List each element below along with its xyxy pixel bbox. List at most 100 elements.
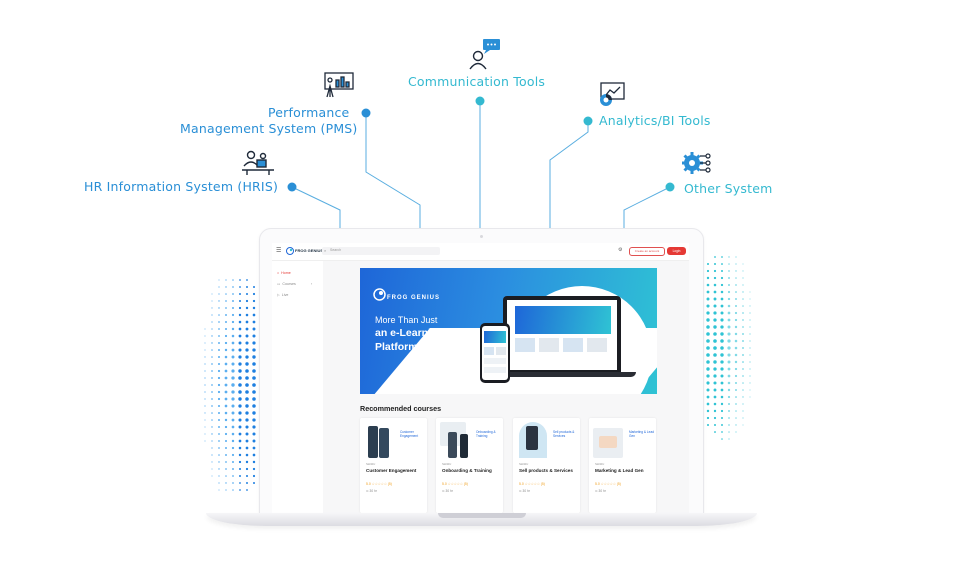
- halftone-dot: [238, 320, 242, 324]
- halftone-dot: [238, 390, 242, 394]
- halftone-dot: [224, 355, 228, 359]
- halftone-dot: [245, 362, 249, 366]
- course-tag: Customer Engagement: [400, 430, 419, 438]
- course-tag: Sell products & Services: [553, 430, 575, 438]
- sidebar-item-live[interactable]: ▷ Live: [277, 293, 289, 297]
- halftone-dot: [252, 383, 256, 387]
- banner-brand: FROG GENIUS: [387, 295, 441, 301]
- search-input[interactable]: ⌕ Search: [322, 247, 440, 255]
- mock-laptop-image: [503, 296, 621, 372]
- halftone-dot: [742, 284, 744, 286]
- halftone-dot: [211, 461, 213, 463]
- halftone-dot: [727, 297, 731, 301]
- course-card[interactable]: Onboarding & Training Skill2U Onboarding…: [436, 418, 503, 513]
- course-card[interactable]: Sell products & Services Skill2U Sell pr…: [513, 418, 580, 513]
- halftone-dot: [720, 332, 724, 336]
- halftone-dot: [204, 398, 206, 400]
- halftone-dot: [231, 390, 235, 394]
- app-brand[interactable]: FROG GENIUS: [295, 248, 324, 253]
- halftone-dot: [245, 432, 249, 436]
- halftone-dot: [224, 390, 228, 394]
- halftone-dot: [204, 328, 206, 330]
- halftone-dot: [238, 341, 242, 345]
- halftone-dot: [218, 433, 220, 435]
- halftone-dot: [246, 286, 248, 288]
- halftone-dot: [218, 300, 220, 302]
- halftone-dot: [211, 433, 213, 435]
- course-thumbnail: Marketing & Lead Gen: [589, 418, 656, 458]
- halftone-dot: [252, 299, 256, 303]
- halftone-dot: [735, 263, 737, 265]
- halftone-dot: [742, 277, 744, 279]
- halftone-dot: [217, 369, 221, 373]
- halftone-dot: [224, 348, 228, 352]
- halftone-dot: [224, 397, 228, 401]
- halftone-dot: [742, 333, 744, 335]
- halftone-dot: [742, 340, 744, 342]
- create-account-button[interactable]: Create an account: [629, 247, 665, 256]
- course-tag: Marketing & Lead Gen: [629, 430, 654, 438]
- halftone-dot: [749, 340, 751, 342]
- halftone-dot: [706, 402, 710, 406]
- halftone-dot: [238, 460, 242, 464]
- settings-gear-icon[interactable]: ⚙: [618, 247, 623, 253]
- halftone-dot: [706, 297, 710, 301]
- halftone-dot: [742, 319, 744, 321]
- halftone-dot: [245, 355, 249, 359]
- halftone-dot: [211, 349, 213, 351]
- halftone-dot: [245, 411, 249, 415]
- halftone-dot: [238, 418, 242, 422]
- halftone-dot: [238, 439, 242, 443]
- course-thumbnail: Sell products & Services: [513, 418, 580, 458]
- halftone-dot: [225, 475, 227, 477]
- hero-banner[interactable]: FROG GENIUS More Than Just an e-Learning…: [360, 268, 657, 394]
- halftone-dot: [252, 467, 256, 471]
- halftone-dot: [204, 342, 206, 344]
- halftone-dot: [204, 440, 206, 442]
- halftone-dot: [713, 360, 717, 364]
- hamburger-menu-icon[interactable]: ☰: [276, 248, 282, 254]
- label-pms-line1: Performance: [268, 105, 350, 120]
- halftone-dot: [720, 311, 724, 315]
- course-card[interactable]: Marketing & Lead Gen Skill2U Marketing &…: [589, 418, 656, 513]
- halftone-dot: [211, 335, 213, 337]
- halftone-dot: [742, 368, 744, 370]
- halftone-dot: [218, 314, 220, 316]
- halftone-dot: [245, 418, 249, 422]
- sidebar-item-home[interactable]: ⌂ Home: [277, 271, 291, 275]
- halftone-dot: [238, 306, 242, 310]
- halftone-dot: [224, 432, 228, 436]
- mock-phone-image: [480, 323, 510, 383]
- halftone-dot: [252, 446, 256, 450]
- frog-logo-icon[interactable]: [286, 247, 294, 255]
- halftone-dot: [735, 417, 737, 419]
- course-card[interactable]: Customer Engagement Skill2U Customer Eng…: [360, 418, 427, 513]
- halftone-dot: [224, 327, 228, 331]
- dashboard-chart-icon: [600, 82, 625, 106]
- halftone-dot: [232, 468, 234, 470]
- halftone-dot: [713, 269, 717, 273]
- halftone-dot: [728, 410, 730, 412]
- login-button[interactable]: Login: [667, 247, 686, 255]
- halftone-dot: [231, 362, 235, 366]
- halftone-dot: [231, 411, 235, 415]
- halftone-dot: [252, 327, 256, 331]
- halftone-dot: [734, 332, 738, 336]
- halftone-dot: [245, 453, 249, 457]
- halftone-dot: [211, 447, 213, 449]
- halftone-dot: [232, 300, 234, 302]
- halftone-dot: [218, 293, 220, 295]
- sidebar-item-courses[interactable]: ▭ Courses›: [277, 282, 313, 286]
- halftone-dot: [749, 312, 751, 314]
- halftone-dot: [706, 409, 710, 413]
- mock-card: [563, 338, 583, 352]
- halftone-dot: [239, 293, 241, 295]
- halftone-dot: [238, 376, 242, 380]
- halftone-dot: [245, 460, 249, 464]
- halftone-dot: [749, 368, 751, 370]
- halftone-dot: [706, 360, 710, 364]
- halftone-dot: [204, 335, 206, 337]
- halftone-dot: [713, 283, 717, 287]
- halftone-dot: [211, 468, 213, 470]
- halftone-dot: [706, 346, 710, 350]
